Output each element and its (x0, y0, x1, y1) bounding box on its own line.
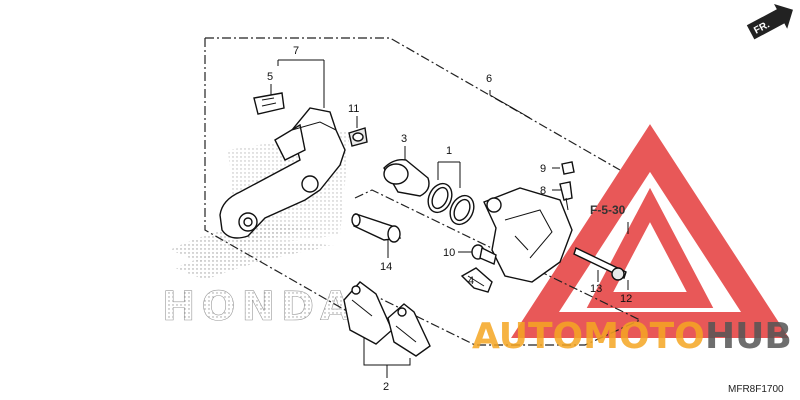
callout-9: 9 (540, 163, 546, 175)
part-8-bleeder-screw (559, 181, 573, 211)
part-7-caliper-bracket (219, 107, 346, 239)
assembly-outline-bracket (204, 37, 621, 331)
automotohub-triangle-logo (511, 124, 789, 338)
callout-5: 5 (267, 71, 273, 83)
part-5-pad-retainer (253, 92, 285, 115)
part-14-sleeve-pin (351, 213, 402, 243)
assembly-outline-caliper (354, 189, 642, 346)
part-1-seal-set (427, 182, 475, 226)
part-11-boot (348, 127, 368, 147)
callout-14: 14 (380, 261, 392, 273)
part-10-slide-pin (471, 244, 497, 265)
automotohub-text-logo: AUTOMOTO HUB (472, 316, 792, 357)
honda-logo-text: HONDA (162, 284, 357, 330)
page-reference: F-5-30 (590, 203, 626, 217)
front-direction-marker: FR. (746, 4, 793, 40)
part-2-brake-pad-set (343, 281, 431, 357)
callout-12: 12 (620, 293, 632, 305)
callout-11: 11 (348, 103, 359, 115)
part-3-piston (383, 158, 430, 197)
part-9-bleeder-cap (561, 161, 575, 175)
callout-2: 2 (383, 381, 389, 393)
callout-3: 3 (401, 133, 407, 145)
leader-lines (270, 59, 629, 378)
watermark-brand-right: HUB (705, 316, 792, 357)
callout-1: 1 (446, 145, 452, 157)
part-12-plug (611, 267, 625, 281)
watermark-brand-left: AUTOMOTO (472, 316, 705, 357)
part-6-caliper-body (483, 187, 573, 283)
figure-code: MFR8F1700 (728, 384, 784, 395)
callout-4: 4 (468, 275, 474, 287)
callout-8: 8 (540, 185, 546, 197)
callout-numbers: 7 5 11 3 1 6 9 8 10 4 14 13 12 2 (267, 45, 632, 393)
callout-10: 10 (443, 247, 455, 259)
part-4-pad-spring (460, 267, 493, 293)
callout-6: 6 (486, 73, 492, 85)
callout-7: 7 (293, 45, 299, 57)
callout-13: 13 (590, 283, 602, 295)
